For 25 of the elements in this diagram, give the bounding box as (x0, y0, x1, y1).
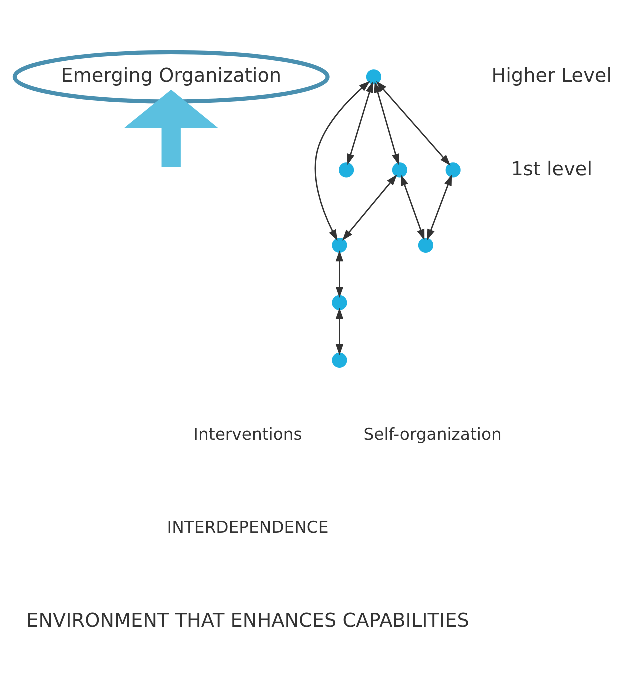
arrow (374, 81, 400, 165)
node-circle (446, 162, 461, 178)
arrow (342, 174, 398, 240)
node-circle (332, 294, 348, 310)
label: INTERDEPENDENCE (167, 518, 329, 537)
arrow (427, 174, 452, 240)
node-ellipse: Emerging Organization (12, 50, 330, 104)
label: Self-organization (364, 424, 502, 444)
arrow (124, 89, 218, 167)
arrow (336, 308, 344, 355)
node-circle (392, 162, 408, 178)
label: ENVIRONMENT THAT ENHANCES CAPABILITIES (26, 608, 470, 632)
arrow (347, 81, 374, 165)
node-circle (332, 237, 348, 252)
label: 1st level (511, 156, 593, 180)
node-circle (339, 162, 354, 178)
arrow (376, 80, 451, 166)
label: Higher Level (492, 64, 612, 87)
label: Interventions (194, 424, 302, 444)
node-circle (366, 69, 382, 84)
arrow (336, 250, 344, 298)
node-circle (332, 352, 348, 368)
node-circle (418, 237, 434, 252)
arrow (401, 174, 425, 240)
arrow (314, 80, 370, 240)
